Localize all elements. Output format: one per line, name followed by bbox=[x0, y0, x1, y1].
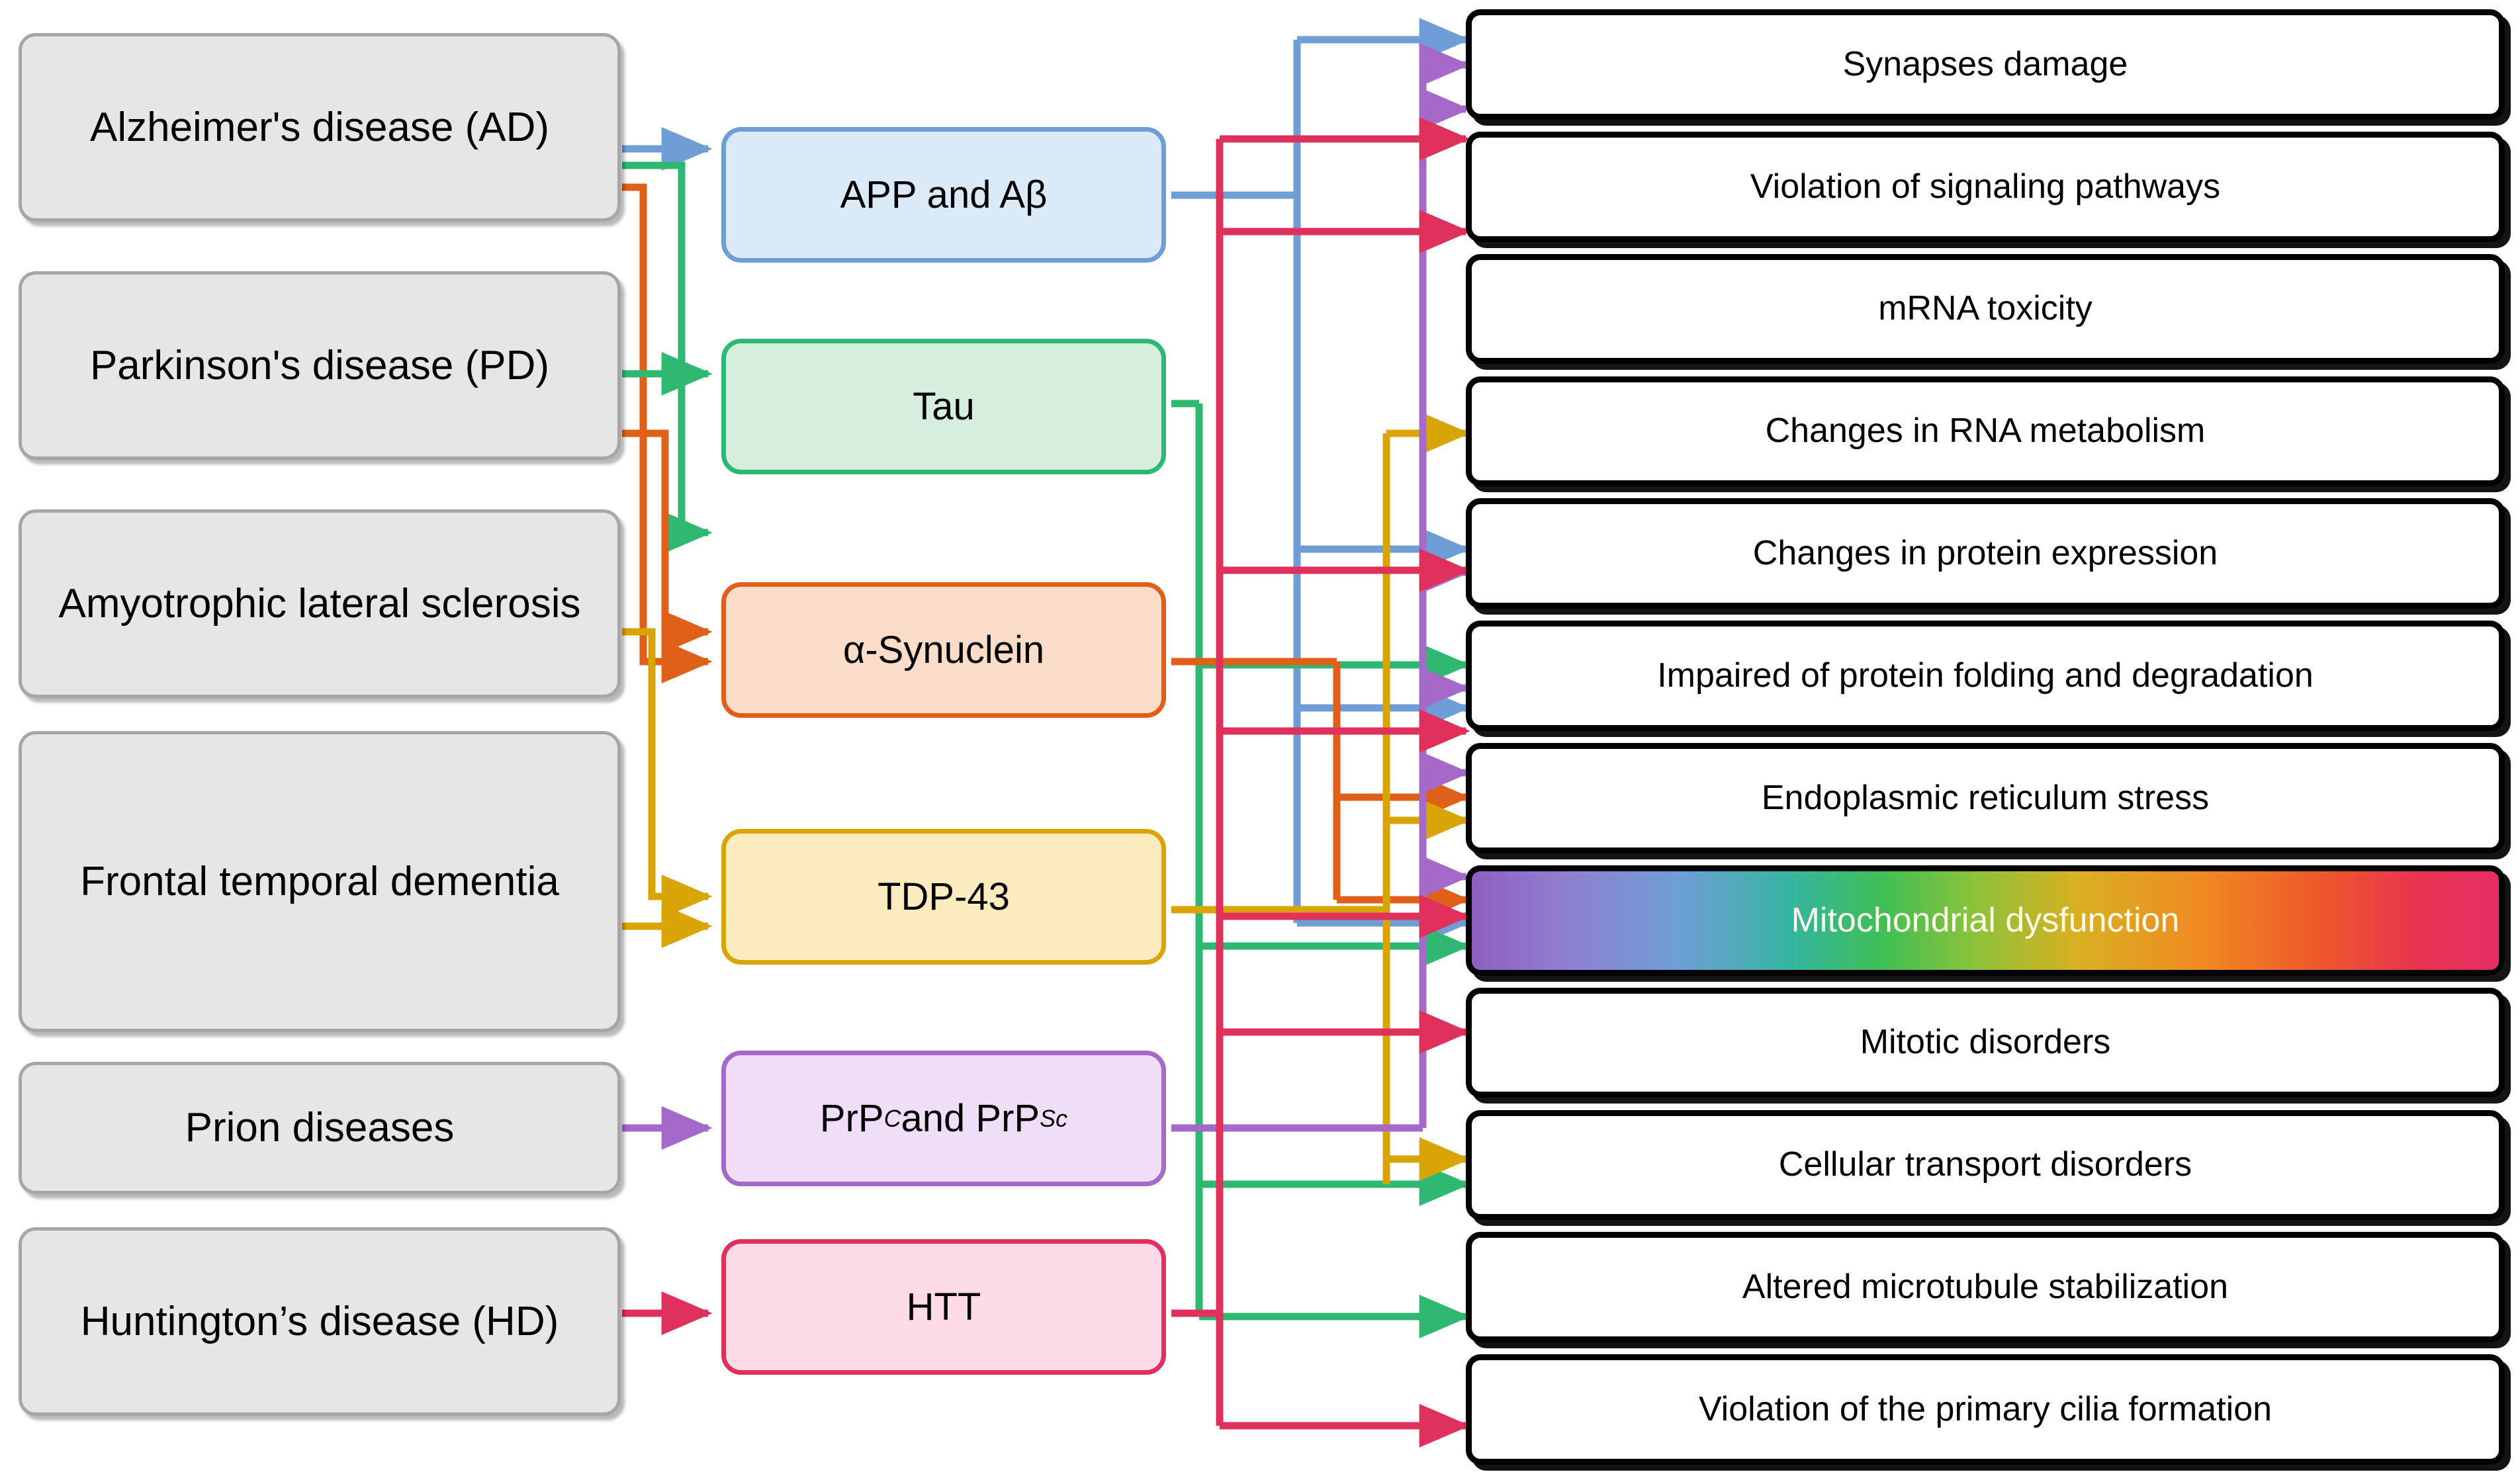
outcome-box-primary-cilia[interactable]: Violation of the primary cilia formation bbox=[1466, 1354, 2505, 1465]
outcome-box-mrna-toxicity[interactable]: mRNA toxicity bbox=[1466, 253, 2505, 365]
outcome-box-cellular-transport[interactable]: Cellular transport disorders bbox=[1466, 1109, 2505, 1221]
outcome-box-protein-folding[interactable]: Impaired of protein folding and degradat… bbox=[1466, 621, 2505, 731]
disease-box-als[interactable]: Amyotrophic lateral sclerosis bbox=[19, 509, 621, 698]
disease-box-ad[interactable]: Alzheimer's disease (AD) bbox=[19, 33, 621, 222]
outcome-box-rna-metabolism[interactable]: Changes in RNA metabolism bbox=[1466, 376, 2505, 487]
outcome-box-mitochondrial-dysfunction[interactable]: Mitochondrial dysfunction bbox=[1466, 865, 2505, 976]
disease-box-pd[interactable]: Parkinson's disease (PD) bbox=[19, 271, 621, 460]
protein-box-tau[interactable]: Tau bbox=[721, 339, 1166, 474]
protein-box-alpha-synuclein[interactable]: α-Synuclein bbox=[721, 582, 1166, 718]
outcome-box-signaling-pathways[interactable]: Violation of signaling pathways bbox=[1466, 131, 2505, 242]
protein-box-htt[interactable]: HTT bbox=[721, 1239, 1166, 1375]
outcome-box-protein-expression[interactable]: Changes in protein expression bbox=[1466, 498, 2505, 609]
outcome-box-mitotic-disorders[interactable]: Mitotic disorders bbox=[1466, 987, 2505, 1098]
outcome-box-er-stress[interactable]: Endoplasmic reticulum stress bbox=[1466, 743, 2505, 853]
disease-box-prion[interactable]: Prion diseases bbox=[19, 1062, 621, 1194]
outcome-box-microtubule-stabilization[interactable]: Altered microtubule stabilization bbox=[1466, 1232, 2505, 1343]
protein-box-app[interactable]: APP and Aβ bbox=[721, 127, 1166, 263]
outcome-box-synapses-damage[interactable]: Synapses damage bbox=[1466, 9, 2505, 120]
disease-box-ftd[interactable]: Frontal temporal dementia bbox=[19, 731, 621, 1032]
protein-box-tdp43[interactable]: TDP-43 bbox=[721, 829, 1166, 965]
disease-box-hd[interactable]: Huntington’s disease (HD) bbox=[19, 1227, 621, 1416]
